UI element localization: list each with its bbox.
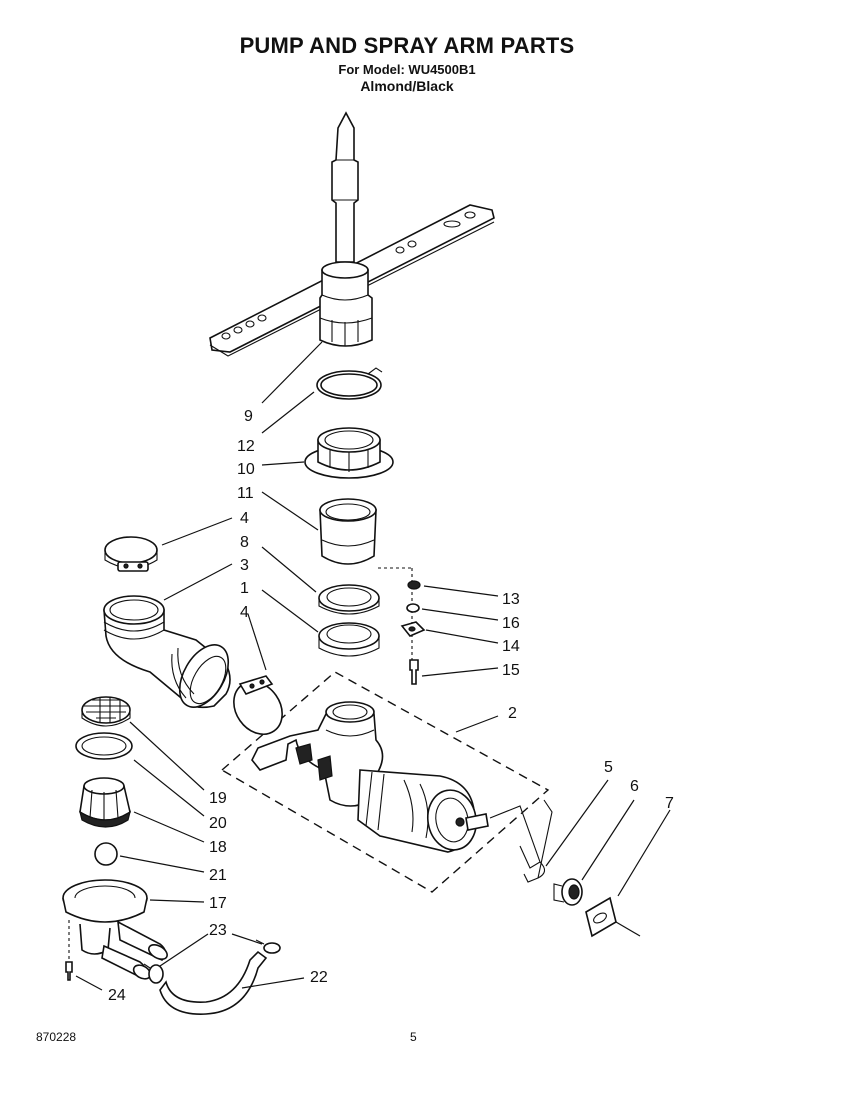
model-subtitle: For Model: WU4500B1	[338, 62, 476, 77]
ring-seal-8	[318, 584, 380, 615]
callout-22: 22	[310, 969, 328, 986]
spray-arm-hub	[319, 261, 373, 347]
callout-19: 19	[209, 790, 227, 807]
callout-6: 6	[630, 778, 639, 795]
callout-3: 3	[240, 557, 249, 574]
ring-seal-1	[318, 622, 380, 657]
page-number: 5	[410, 1030, 417, 1044]
callout-18: 18	[209, 839, 227, 856]
color-subtitle: Almond/Black	[360, 78, 454, 94]
callout-11: 11	[237, 485, 254, 502]
wire-bracket	[489, 799, 553, 883]
snap-ring	[316, 367, 383, 400]
callout-20: 20	[209, 815, 227, 832]
pump-motor-assembly	[251, 701, 489, 853]
callout-14: 14	[502, 638, 520, 655]
callout-12: 12	[237, 438, 255, 455]
callout-21: 21	[209, 867, 227, 884]
callout-4-lower: 4	[240, 604, 249, 621]
ring-20	[75, 732, 133, 760]
sump-housing	[62, 879, 168, 980]
callout-1: 1	[240, 580, 249, 597]
bushing	[553, 878, 583, 906]
callout-labels: 9 12 10 11 4 8 3 1 4 13 16 14 15 2 5 6 7…	[108, 408, 674, 1004]
callout-15: 15	[502, 662, 520, 679]
callout-7: 7	[665, 795, 674, 812]
callout-23: 23	[209, 922, 227, 939]
filter-cap	[79, 777, 131, 828]
diagram-code: 870228	[36, 1030, 77, 1044]
spray-arm-shaft	[331, 111, 359, 263]
callout-16: 16	[502, 615, 520, 632]
hardware-stack	[378, 567, 426, 685]
leader-lines	[75, 341, 671, 991]
drain-grate	[81, 696, 131, 727]
callout-17: 17	[209, 895, 227, 912]
callout-13: 13	[502, 591, 520, 608]
screw-24	[65, 920, 73, 981]
callout-4-top: 4	[240, 510, 249, 527]
hose-clamp-top	[104, 536, 158, 572]
callout-2: 2	[508, 705, 517, 722]
callout-24: 24	[108, 987, 126, 1004]
page-title: PUMP AND SPRAY ARM PARTS	[239, 33, 575, 58]
callout-5: 5	[604, 759, 613, 776]
callout-9: 9	[244, 408, 253, 425]
elbow-hose	[103, 595, 231, 709]
drain-hose	[159, 950, 268, 1015]
gasket	[585, 896, 641, 938]
hose-clamp-lower	[233, 675, 283, 735]
callout-10: 10	[237, 461, 255, 478]
hose-clamps-23	[143, 939, 281, 984]
seal-retainer	[304, 427, 394, 479]
callout-8: 8	[240, 534, 249, 551]
filter-cup	[319, 498, 377, 565]
check-ball	[94, 842, 118, 866]
pump-assembly-box	[220, 671, 550, 893]
